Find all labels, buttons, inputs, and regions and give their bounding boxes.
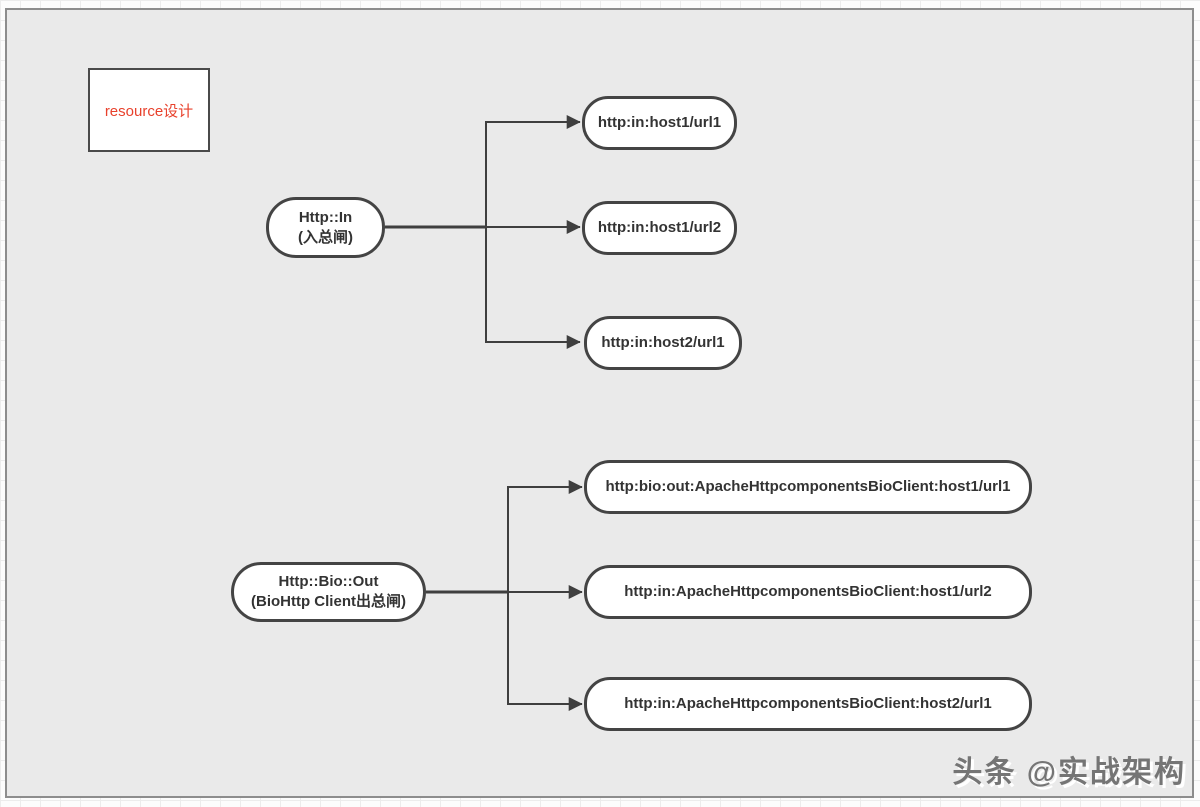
toutiao-watermark: 头条 @实战架构 [952,756,1186,789]
legend-resource-design: resource设计 [88,68,210,152]
node-http-in-host2-url1: http:in:host2/url1 [584,316,742,370]
node-label: http:in:host1/url2 [597,219,722,236]
node-http-in-host1-url1: http:in:host1/url1 [582,96,737,150]
node-http-in-host1-url2: http:in:host1/url2 [582,201,737,255]
node-bio-out-host1-url2: http:in:ApacheHttpcomponentsBioClient:ho… [584,565,1032,619]
node-label: http:bio:out:ApacheHttpcomponentsBioClie… [605,478,1011,495]
node-http-in: Http::In (入总闸) [266,197,385,258]
node-bio-out-title: Http::Bio::Out [278,573,379,590]
node-label: http:in:host1/url1 [597,114,722,131]
node-bio-out-host1-url1: http:bio:out:ApacheHttpcomponentsBioClie… [584,460,1032,514]
node-bio-out-host2-url1: http:in:ApacheHttpcomponentsBioClient:ho… [584,677,1032,731]
node-label: http:in:ApacheHttpcomponentsBioClient:ho… [624,695,992,712]
node-http-bio-out: Http::Bio::Out (BioHttp Client出总闸) [231,562,426,622]
node-label: http:in:host2/url1 [601,334,725,351]
node-label: http:in:ApacheHttpcomponentsBioClient:ho… [624,583,992,600]
legend-label: resource设计 [104,102,194,120]
node-http-in-title: Http::In [298,208,353,226]
node-http-in-subtitle: (入总闸) [298,228,353,246]
node-bio-out-subtitle: (BioHttp Client出总闸) [251,593,406,610]
